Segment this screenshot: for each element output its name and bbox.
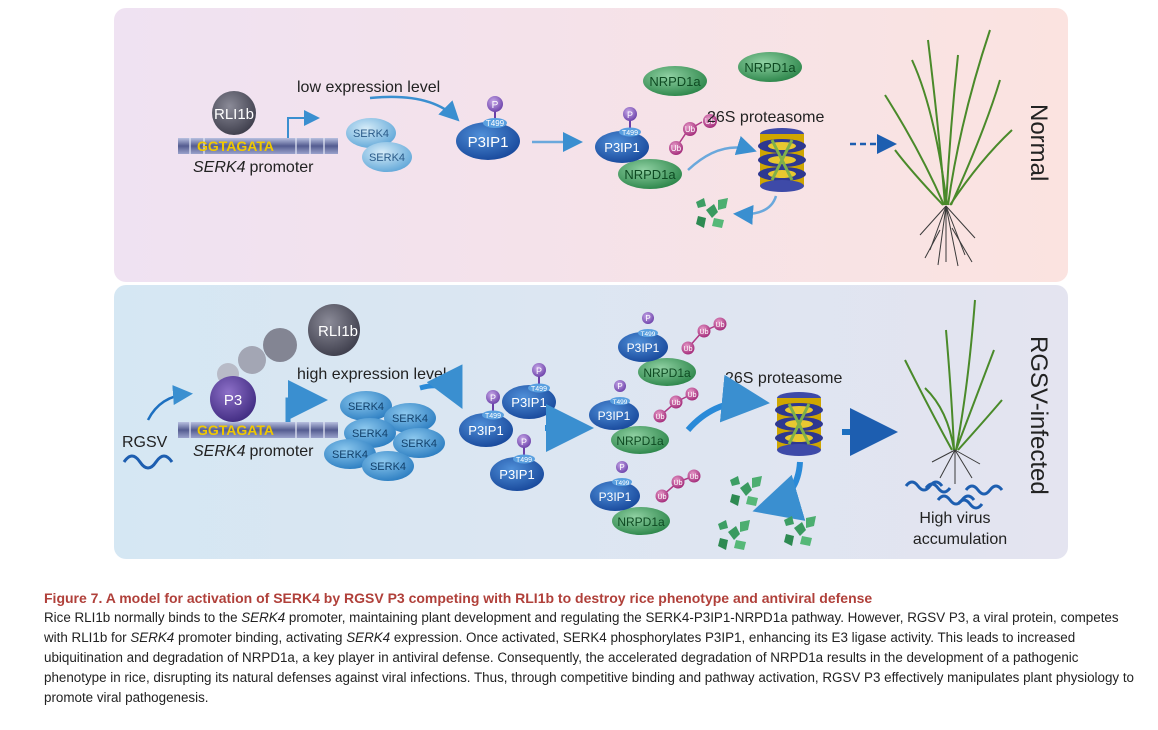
normal-promoter: GGTAGATA: [178, 110, 338, 154]
normal-panel: [114, 8, 1068, 282]
infected-promoter-sequence: GGTAGATA: [197, 422, 274, 438]
svg-text:Ub: Ub: [688, 392, 697, 399]
caption-body: Rice RLI1b normally binds to the SERK4 p…: [44, 610, 1134, 705]
svg-text:RLI1b: RLI1b: [214, 106, 254, 123]
svg-text:Ub: Ub: [658, 494, 667, 501]
svg-text:Ub: Ub: [656, 414, 665, 421]
infected-proteasome-label: 26S proteasome: [725, 370, 843, 387]
rgsv-virus: RGSV: [122, 385, 193, 470]
svg-text:P3IP1: P3IP1: [468, 423, 503, 438]
normal-healthy-plant: [884, 29, 1013, 267]
svg-text:NRPD1a: NRPD1a: [617, 515, 665, 529]
svg-text:SERK4: SERK4: [401, 438, 437, 450]
infected-promoter: GGTAGATA: [178, 380, 338, 438]
svg-text:NRPD1a: NRPD1a: [643, 366, 691, 380]
svg-text:P3IP1: P3IP1: [499, 467, 534, 482]
caption-title: Figure 7. A model for activation of SERK…: [44, 590, 873, 606]
svg-text:SERK4: SERK4: [369, 152, 405, 164]
svg-text:Ub: Ub: [690, 474, 699, 481]
svg-text:P: P: [492, 100, 499, 111]
normal-rli1b: RLI1b: [212, 91, 256, 135]
svg-text:P3IP1: P3IP1: [598, 409, 631, 423]
svg-text:T499: T499: [615, 480, 630, 487]
svg-text:P: P: [536, 366, 542, 376]
svg-text:P3IP1: P3IP1: [468, 134, 509, 151]
svg-text:P: P: [627, 110, 633, 120]
svg-text:P: P: [521, 437, 527, 447]
svg-text:T499: T499: [531, 386, 547, 393]
svg-text:P: P: [617, 382, 622, 391]
infected-p3: P3: [210, 376, 256, 422]
svg-text:SERK4: SERK4: [352, 428, 388, 440]
svg-text:Ub: Ub: [716, 322, 725, 329]
svg-text:P3IP1: P3IP1: [511, 395, 546, 410]
normal-p3ip1-phospho: P3IP1 P T499: [456, 96, 520, 160]
normal-serk4-group: SERK4 SERK4: [346, 118, 412, 172]
svg-text:P3IP1: P3IP1: [627, 341, 660, 355]
figure-caption: Figure 7. A model for activation of SERK…: [44, 588, 1134, 708]
infected-diseased-plant: [904, 299, 1003, 484]
normal-promoter-sequence: GGTAGATA: [197, 138, 274, 154]
svg-text:P3IP1: P3IP1: [599, 490, 632, 504]
svg-text:SERK4: SERK4: [392, 413, 428, 425]
svg-text:T499: T499: [516, 457, 532, 464]
svg-text:Ub: Ub: [705, 117, 716, 126]
svg-text:P: P: [619, 463, 624, 472]
infected-serk4-group: SERK4 SERK4 SERK4 SERK4 SERK4 SERK4: [324, 391, 445, 481]
svg-text:RLI1b: RLI1b: [318, 323, 358, 340]
normal-nrpd1a-free: NRPD1a NRPD1a: [643, 52, 802, 96]
infected-panel-label: RGSV-infected: [1025, 336, 1052, 495]
infected-complex-top: NRPD1a P3IP1 P T499 Ub Ub Ub: [618, 312, 727, 386]
infected-expression-label: high expression level: [297, 366, 446, 383]
svg-text:SERK4: SERK4: [353, 128, 389, 140]
normal-complex: NRPD1a P3IP1 P T499 Ub Ub Ub: [595, 107, 717, 189]
svg-text:NRPD1a: NRPD1a: [649, 74, 701, 89]
infected-complex-bottom: NRPD1a P3IP1 P T499 Ub Ub Ub: [590, 461, 701, 535]
svg-text:NRPD1a: NRPD1a: [616, 434, 664, 448]
svg-text:SERK4: SERK4: [332, 449, 368, 461]
svg-text:P3IP1: P3IP1: [604, 140, 639, 155]
svg-text:SERK4: SERK4: [348, 401, 384, 413]
infected-virus-particles: [904, 480, 1004, 510]
svg-text:T499: T499: [485, 413, 501, 420]
svg-text:T499: T499: [613, 399, 628, 406]
svg-text:Ub: Ub: [685, 125, 696, 134]
svg-text:T499: T499: [641, 331, 656, 338]
accumulation-label-2: accumulation: [913, 531, 1007, 548]
svg-text:P3: P3: [224, 392, 242, 409]
svg-text:Ub: Ub: [700, 329, 709, 336]
infected-p3ip1-phospho: P3IP1 P T499 P3IP1 P T499 P3IP1 P T499: [459, 363, 556, 491]
accumulation-label-1: High virus: [919, 510, 990, 527]
infected-proteasome: [773, 390, 825, 458]
svg-text:Ub: Ub: [672, 400, 681, 407]
svg-text:Ub: Ub: [674, 480, 683, 487]
normal-panel-label: Normal: [1025, 104, 1052, 182]
infected-complex-middle: NRPD1a P3IP1 P T499 Ub Ub Ub: [589, 380, 699, 454]
svg-text:NRPD1a: NRPD1a: [624, 167, 676, 182]
svg-text:P: P: [645, 314, 650, 323]
normal-proteasome: [756, 126, 808, 194]
svg-text:T499: T499: [486, 119, 505, 128]
svg-text:Ub: Ub: [671, 144, 682, 153]
normal-proteasome-label: 26S proteasome: [707, 109, 825, 126]
svg-text:SERK4: SERK4: [370, 461, 406, 473]
infected-rli1b-released: RLI1b: [217, 304, 360, 385]
svg-text:RGSV: RGSV: [122, 434, 168, 451]
svg-text:P: P: [490, 393, 496, 403]
normal-expression-label: low expression level: [297, 79, 440, 96]
svg-text:Ub: Ub: [684, 346, 693, 353]
svg-text:NRPD1a: NRPD1a: [744, 60, 796, 75]
svg-text:T499: T499: [622, 130, 638, 137]
